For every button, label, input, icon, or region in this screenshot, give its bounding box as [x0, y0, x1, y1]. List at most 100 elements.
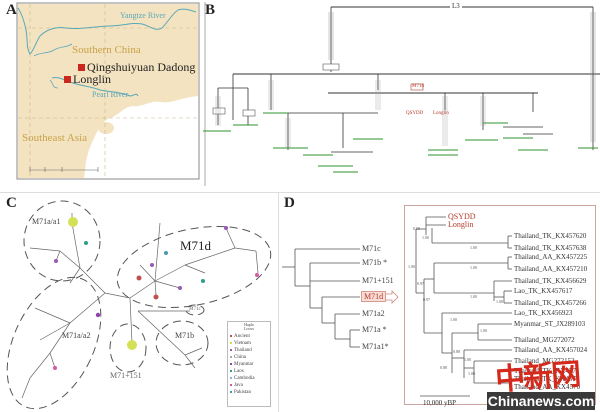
hainan-island	[98, 122, 114, 134]
cluster-m71c	[185, 304, 205, 316]
region-label-southern-china: Southern China	[72, 44, 141, 56]
subtree-tip: Lao_TK_KX456923	[514, 309, 573, 317]
subtree-tip: Thailand_AA_KX457024	[514, 346, 588, 354]
legend-swatch	[230, 391, 232, 393]
support-value: 0.97	[417, 281, 424, 286]
support-value: 1.00	[470, 245, 477, 250]
subtree-tip: Myanmar_ST_JX289103	[514, 320, 586, 328]
support-value: 1.00	[464, 357, 471, 362]
panel-a: A Yangtze River Southern China Qingshuiy…	[0, 0, 200, 190]
support-value: 1.00	[480, 328, 487, 333]
support-value: 1.00	[470, 265, 477, 270]
subtree-tip: Thailand_TK_KX457266	[514, 299, 587, 307]
scale-label: 10,000 yBP	[423, 399, 457, 407]
subtree-tip: Thailand_TK_KX456629	[514, 277, 587, 285]
support-value: 1.00	[450, 317, 457, 322]
left-tree-tip: M71a2	[362, 309, 385, 318]
legend-swatch	[230, 349, 232, 351]
river-label-yangtze: Yangtze River	[120, 11, 166, 20]
watermark-en: Chinanews.com	[487, 392, 595, 410]
node-laos	[84, 241, 88, 245]
legend-title: Haplo Locus	[244, 322, 254, 331]
left-clade-tree	[282, 248, 399, 348]
legend-item: Laos	[230, 368, 268, 375]
node-myanmar	[95, 312, 101, 318]
cluster-label-m71c: M71c	[189, 307, 201, 312]
subtree-tip: Thailand_MG272152	[514, 357, 575, 365]
site-label-longlin: Longlin	[73, 72, 111, 86]
legend-item: Vietnam	[230, 340, 268, 347]
node-ancient	[153, 294, 159, 300]
legend-swatch	[230, 384, 232, 386]
panel-c-label: C	[6, 195, 17, 211]
node-thailand	[224, 226, 228, 230]
support-value: 0.88	[440, 365, 447, 370]
subtree-tip-qsydd: QSYDD	[448, 212, 476, 221]
legend-swatch	[230, 356, 232, 358]
subtree-tip: Lao_TK_KX457617	[514, 287, 573, 295]
left-tree-tip-highlight: M71d	[361, 291, 387, 302]
legend-item: Java	[230, 382, 268, 389]
highlight-node-m71d	[410, 83, 424, 91]
cluster-m71a-a1	[23, 200, 101, 282]
left-tree-tip: M71a1*	[362, 342, 389, 351]
node-java	[255, 273, 259, 277]
legend-swatch	[230, 335, 232, 337]
mtdna-tree	[203, 2, 600, 186]
left-tree-tip: M71+151	[362, 276, 394, 285]
panel-a-label: A	[6, 2, 17, 18]
cluster-m71b	[155, 320, 209, 366]
cluster-label-m71b: M71b	[175, 331, 195, 340]
sample-longlin: Longlin	[433, 111, 449, 116]
node-thailand	[178, 286, 182, 290]
cluster-label-m71a-a1: M71a/a1	[32, 217, 61, 226]
node-vietnam-large	[127, 340, 137, 350]
support-value: 0.58	[413, 226, 420, 231]
support-value: 1.00	[408, 264, 415, 269]
row-divider	[0, 192, 600, 193]
river-label-pearl: Pearl River	[92, 90, 129, 99]
node-vietnam-large	[68, 217, 78, 227]
node-pakistan	[164, 251, 168, 255]
legend: Haplo Locus Ancient Vietnam Thailand Chi…	[227, 321, 271, 407]
subtree-tip: Thailand_TK_KX457	[514, 375, 576, 383]
subtree-tip: Thailand_AA_KX4570	[514, 383, 581, 391]
support-value: 1.00	[422, 235, 429, 240]
cluster-m71a-a2	[6, 276, 102, 410]
panel-d-label: D	[284, 195, 295, 211]
legend-item: Ancient	[230, 333, 268, 340]
subtree-tip-longlin: Longlin	[448, 220, 474, 229]
root-label: L3	[450, 2, 462, 10]
node-ancient	[136, 275, 142, 281]
node-java	[53, 366, 57, 370]
left-tree-tip: M71a *	[362, 325, 387, 334]
legend-item: Thailand	[230, 347, 268, 354]
haplotype-network	[6, 200, 272, 410]
support-value: 0.97	[423, 297, 430, 302]
cluster-m71d	[116, 225, 272, 309]
site-marker-longlin	[64, 76, 71, 83]
legend-item: Pakistan	[230, 389, 268, 396]
highlight-node-label: M71d	[412, 84, 424, 89]
legend-item: Cambodia	[230, 375, 268, 382]
support-value: 1.00	[496, 299, 503, 304]
site-marker-qingshuiyuan	[78, 64, 85, 71]
subtree-tip: Thailand_AA_KX457225	[514, 253, 588, 261]
support-value: 0.88	[453, 349, 460, 354]
panel-d: D M71c M71b * M71+151 M71d M71a2 M71a * …	[280, 193, 600, 412]
support-value: 1.00	[470, 294, 477, 299]
sample-qsydd: QSYDD	[406, 111, 424, 116]
cluster-label-m71d: M71d	[180, 238, 212, 253]
cluster-m71-151	[109, 323, 147, 373]
legend-item: Myanmar	[230, 361, 268, 368]
legend-swatch	[230, 342, 232, 344]
left-tree-tip: M71c	[362, 244, 381, 253]
subtree-tip: Thailand_TK_KX457	[514, 367, 576, 375]
subtree-tip: Thailand_MG272072	[514, 336, 575, 344]
legend-swatch	[230, 377, 232, 379]
subtree-tip: Thailand_TK_KX457620	[514, 232, 587, 240]
m71d-subtree-box	[404, 205, 596, 405]
left-tree-tip: M71b *	[362, 258, 388, 267]
support-value: 1.00	[468, 371, 475, 376]
node-thailand	[150, 263, 154, 267]
